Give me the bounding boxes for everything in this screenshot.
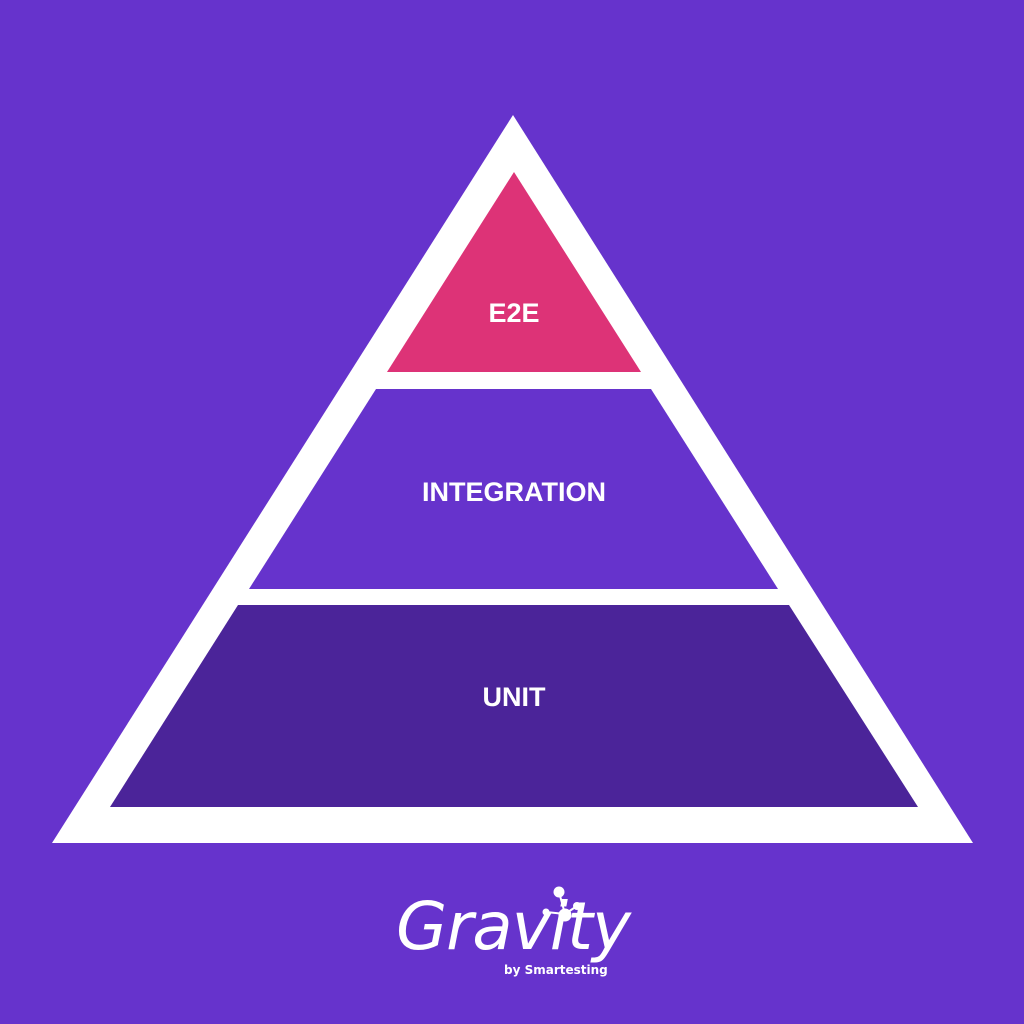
layer-e2e-label: E2E [488,298,539,328]
layer-integration [249,389,778,589]
layer-e2e [387,172,641,372]
logo-wordmark: Gravity [396,888,631,965]
molecule-icon [542,886,581,922]
gravity-logo: Gravity by Smartesting [390,884,640,984]
logo-tagline: by Smartesting [504,963,608,977]
layer-integration-label: INTEGRATION [422,477,606,507]
layer-unit-label: UNIT [483,682,546,712]
layer-unit [110,605,918,807]
